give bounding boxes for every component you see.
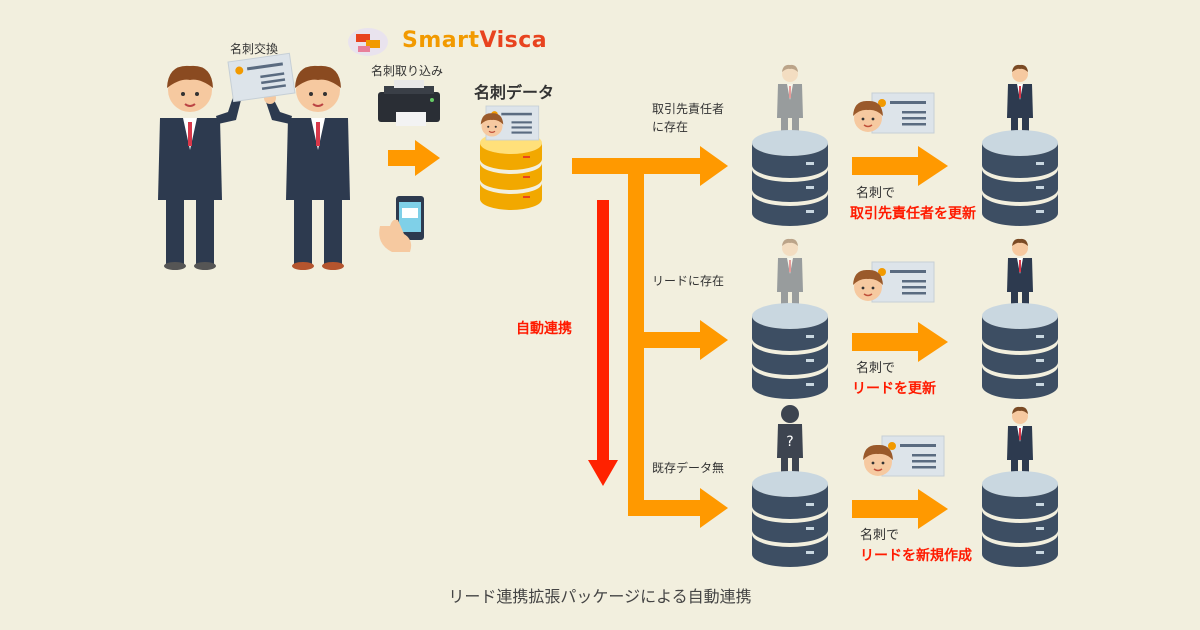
arrow-import [388,140,440,176]
svg-text:?: ? [786,434,793,450]
branch2-condition: リードに存在 [652,274,725,288]
card-data-db-icon [480,132,542,210]
branch2-result-action: リードを更新 [852,381,936,397]
row2-arrow [852,322,948,362]
card-exchange-label: 名刺交換 [230,42,279,56]
branch2-result-prefix: 名刺で [856,361,896,376]
diagram-caption: リード連携拡張パッケージによる自動連携 [448,587,752,606]
smartphone-icon [379,196,424,252]
exchanged-card-icon [227,52,296,103]
logo-brand-orange: Smart [402,28,480,53]
auto-sync-arrow [588,200,618,486]
row3-db-new-icon [982,471,1058,567]
row3-db-icon [752,471,828,567]
scanner-icon [378,80,440,126]
branch3-result-action: リードを新規作成 [860,548,972,564]
row2-db-updated-icon [982,303,1058,399]
card-data-label: 名刺データ [474,83,555,102]
branch3-result-prefix: 名刺で [860,528,900,543]
person-left [157,64,244,270]
person-right [264,64,351,270]
row1-db-icon [752,130,828,226]
auto-sync-label: 自動連携 [516,321,572,337]
branch1-condition-line2: に存在 [652,120,689,134]
card-import-label: 名刺取り込み [371,64,444,78]
smartvisca-logo-icon [348,28,388,56]
row2-db-icon [752,303,828,399]
branch3-condition: 既存データ無 [652,461,725,475]
branch1-result-prefix: 名刺で [856,186,896,201]
branch-arrows [572,146,728,528]
logo-text: SmartVisca [402,28,547,53]
row1-db-updated-icon [982,130,1058,226]
row3-arrow [852,489,948,529]
logo-brand-red: Visca [479,28,548,53]
branch1-result-action: 取引先責任者を更新 [850,206,976,222]
row1-arrow [852,146,948,186]
branch1-condition-line1: 取引先責任者 [652,102,725,116]
